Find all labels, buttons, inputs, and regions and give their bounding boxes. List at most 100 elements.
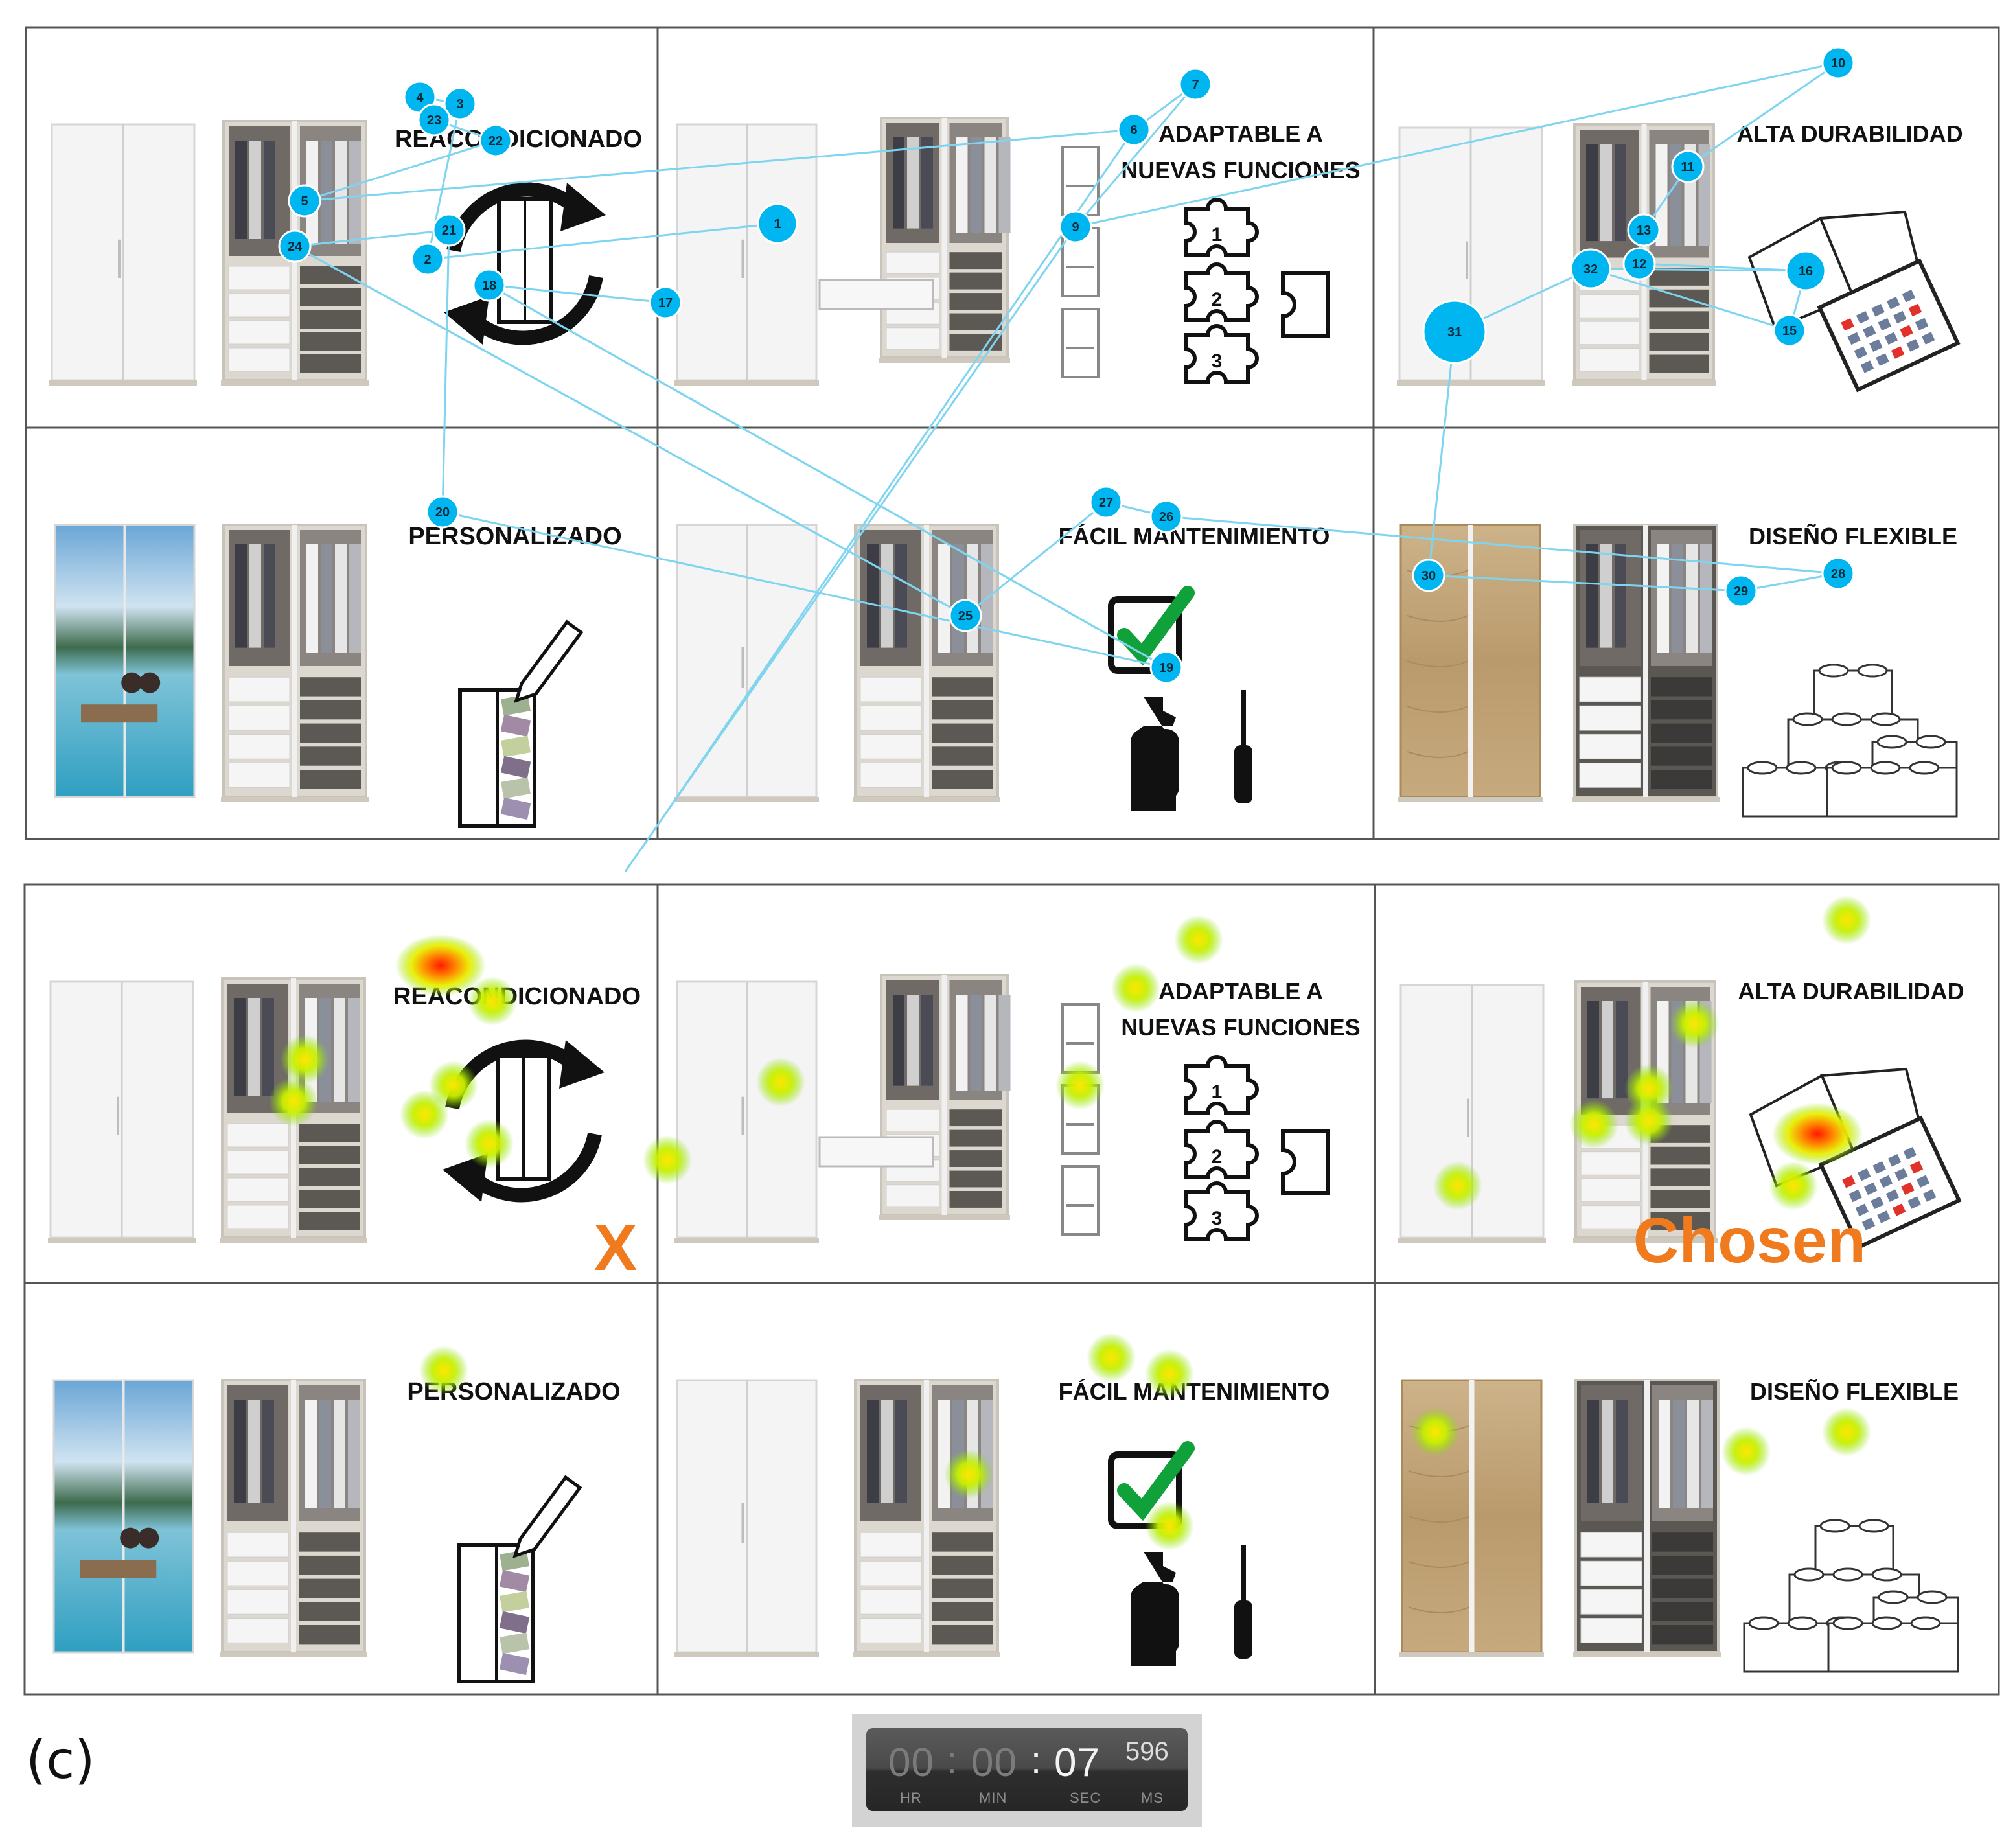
heat-hotspot — [465, 1119, 514, 1168]
fixation-number: 9 — [1072, 220, 1079, 235]
fixation-number: 2 — [424, 253, 431, 267]
timer-minutes: 00 — [971, 1740, 1017, 1785]
timer-separator: : — [947, 1739, 958, 1781]
fixation-dot — [1117, 113, 1151, 146]
fixation-number: 15 — [1782, 324, 1797, 338]
heat-hotspot — [1769, 1161, 1818, 1210]
benefit-label: DISEÑO FLEXIBLE — [1750, 1378, 1959, 1405]
fixation-marker: 31 — [1422, 299, 1487, 364]
heat-hotspot — [1111, 964, 1160, 1013]
fixation-dot — [288, 184, 321, 218]
puzzle-piece-icon — [1281, 271, 1330, 338]
fixation-number: 28 — [1831, 567, 1845, 581]
puzzle-number: 3 — [1212, 1208, 1223, 1229]
scanpath-segment — [1687, 62, 1839, 168]
puzzle-piece-icon — [1184, 262, 1259, 322]
fixation-marker: 19 — [1149, 651, 1183, 684]
fixation-marker: 7 — [1179, 67, 1212, 101]
furniture-function-icon — [1061, 308, 1100, 378]
lego-brick-icon — [1826, 767, 1958, 818]
scanpath-segment — [294, 229, 450, 248]
pencil-icon — [512, 1475, 582, 1558]
fixation-marker: 23 — [417, 103, 451, 137]
stopwatch-timer: 00 : 00 : 07 596 HR MIN SEC MS — [852, 1714, 1202, 1827]
heat-hotspot — [1433, 1161, 1482, 1210]
fixation-dot — [1422, 299, 1487, 364]
lego-brick-icon — [1813, 669, 1893, 721]
fixation-dot — [1570, 248, 1611, 290]
fixation-dot — [472, 268, 506, 302]
fixation-number: 6 — [1130, 123, 1137, 137]
fixation-number: 21 — [442, 224, 456, 238]
scanpath-segment — [489, 284, 666, 304]
fixation-number: 1 — [774, 217, 781, 231]
fixation-marker: 1 — [757, 203, 798, 244]
heat-hotspot — [269, 1077, 318, 1126]
fixation-number: 3 — [456, 97, 463, 111]
puzzle-piece-icon — [1184, 1120, 1259, 1179]
benefit-label: ALTA DURABILIDAD — [1736, 121, 1963, 147]
heat-hotspot — [1822, 1407, 1871, 1457]
fixation-dot — [757, 203, 798, 244]
scanpath-segment — [294, 245, 966, 617]
pull-out-drawer — [818, 1136, 934, 1168]
fixation-dot — [1179, 67, 1212, 101]
heat-hotspot — [1145, 1349, 1194, 1398]
heat-hotspot — [1624, 1096, 1674, 1146]
fixation-marker: 32 — [1570, 248, 1611, 290]
timer-seconds: 07 — [1054, 1740, 1100, 1785]
scanpath-segment — [441, 229, 450, 513]
fixation-marker: 17 — [649, 286, 682, 319]
fixation-dot — [1149, 651, 1183, 684]
fixation-marker: 27 — [1089, 485, 1123, 519]
fixation-dot — [1059, 210, 1092, 244]
fixation-marker: 18 — [472, 268, 506, 302]
scanpath-segment — [640, 129, 1135, 849]
fixation-marker: 9 — [1059, 210, 1092, 244]
fixation-dot — [426, 495, 459, 529]
fixation-dot — [479, 124, 512, 157]
screwdriver-icon — [1241, 1545, 1246, 1604]
benefit-panel: FÁCIL MANTENIMIENTO — [674, 1378, 1330, 1666]
fixation-dot — [432, 213, 466, 247]
scanpath-segment — [304, 139, 496, 202]
scanpath-segment — [1590, 268, 1790, 332]
fixation-number: 17 — [658, 296, 673, 310]
fixation-points: 1234567910111213151617181920212223242526… — [278, 46, 1855, 684]
heat-hotspot — [756, 1057, 805, 1107]
heat-hotspot — [1174, 915, 1223, 964]
timer-unit-hr: HR — [900, 1790, 922, 1806]
timer-unit-ms: MS — [1141, 1790, 1164, 1806]
fixation-dot — [1671, 150, 1705, 183]
puzzle-number: 1 — [1212, 1081, 1223, 1103]
fixation-number: 7 — [1192, 78, 1199, 92]
puzzle-number: 2 — [1212, 289, 1223, 310]
benefit-panel: DISEÑO FLEXIBLE — [1399, 1378, 1959, 1673]
puzzle-piece-icon — [1184, 198, 1259, 257]
benefit-label: ALTA DURABILIDAD — [1738, 978, 1964, 1004]
fixation-marker: 21 — [432, 213, 466, 247]
fixation-marker: 15 — [1773, 314, 1806, 347]
fixation-dot — [1412, 559, 1445, 592]
timer-milliseconds: 596 — [1125, 1737, 1169, 1766]
fixation-marker: 28 — [1821, 557, 1855, 590]
heat-hotspot — [1087, 1333, 1136, 1382]
fixation-marker: 30 — [1412, 559, 1445, 592]
timer-unit-min: MIN — [979, 1790, 1008, 1806]
fixation-number: 31 — [1447, 325, 1462, 340]
benefit-label: NUEVAS FUNCIONES — [1121, 1014, 1360, 1041]
heat-hotspot — [468, 976, 517, 1026]
fixation-marker: 10 — [1821, 46, 1855, 80]
benefit-label: ADAPTABLE A — [1158, 978, 1323, 1004]
fixation-number: 13 — [1637, 224, 1651, 238]
screwdriver-icon — [1241, 690, 1246, 748]
timer-display: 00 : 00 : 07 596 HR MIN SEC MS — [866, 1728, 1188, 1811]
fixation-marker: 26 — [1149, 500, 1183, 533]
figure-caption: (c) — [26, 1730, 95, 1790]
heatmap-hotspots — [269, 895, 1871, 1551]
lego-brick-icon — [1827, 1622, 1959, 1673]
check-mark-icon — [1117, 1441, 1195, 1521]
fixation-number: 26 — [1159, 510, 1173, 524]
